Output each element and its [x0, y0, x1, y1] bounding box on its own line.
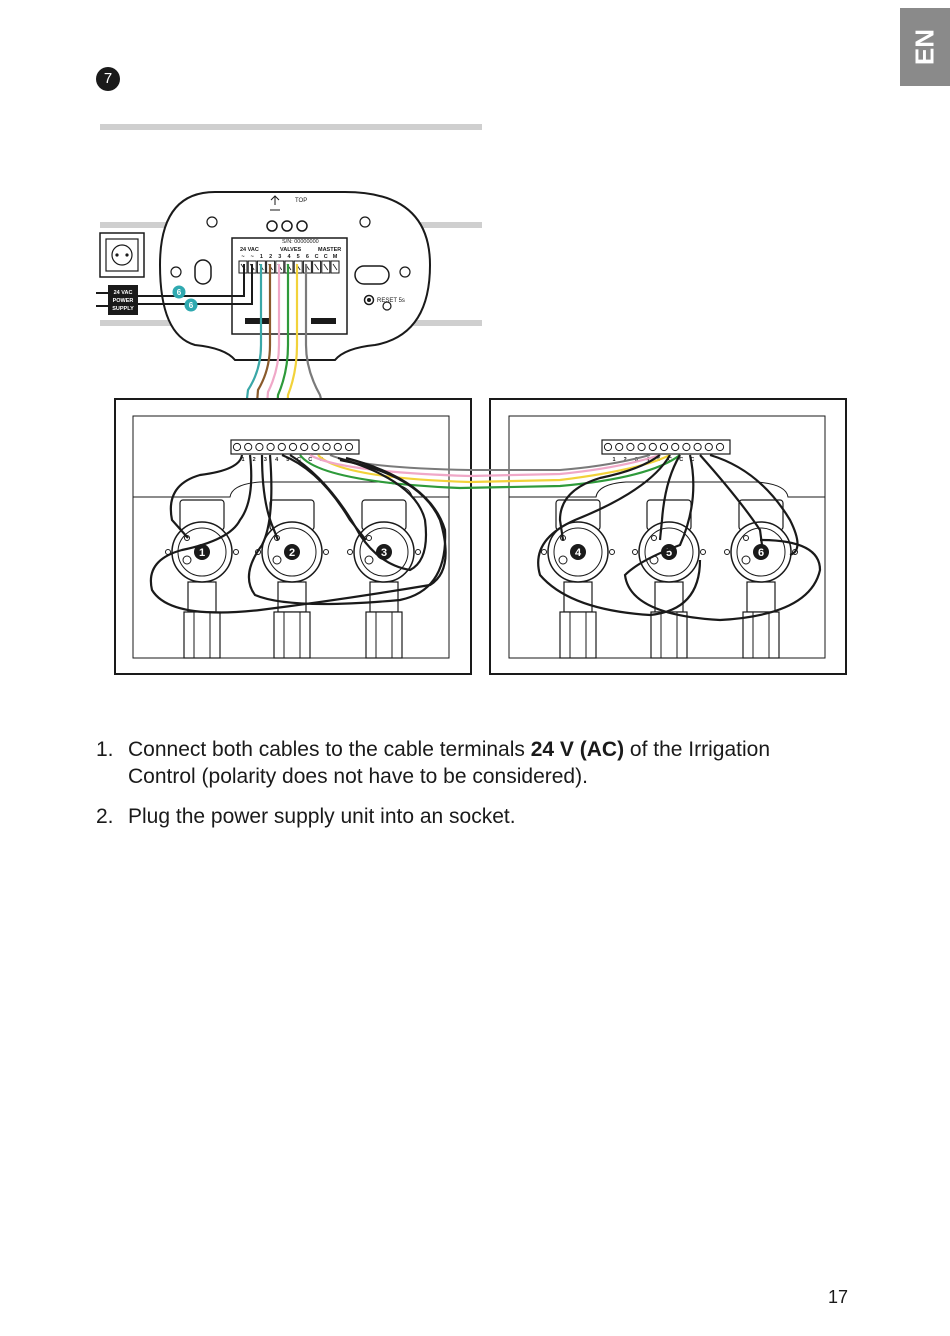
- wall-rail: [100, 124, 482, 130]
- valve-number-label: 1: [199, 547, 205, 559]
- wall-socket-icon: [99, 232, 145, 278]
- terminal-screw: [322, 442, 331, 452]
- box-terminal-label: C: [308, 457, 312, 463]
- terminal-screw: [603, 442, 613, 452]
- controller-terminal-label: ~: [251, 254, 254, 260]
- instruction-bold-text: 24 V (AC): [530, 738, 625, 761]
- terminal-screw: [693, 442, 702, 452]
- valve-number-label: 5: [666, 547, 672, 559]
- valve-cable-bundle: [240, 264, 334, 443]
- instruction-list: 1. Connect both cables to the cable term…: [96, 736, 816, 843]
- box-terminal-label: C: [690, 457, 694, 463]
- top-arrow-icon: [270, 195, 280, 211]
- reset-label: RESET 5s: [377, 298, 405, 304]
- box-terminal-label: 3: [635, 457, 638, 463]
- valve-leads: [149, 453, 822, 622]
- controller-terminal-label: C: [315, 254, 319, 260]
- instruction-text: of the Irrigation Control (polarity does…: [128, 738, 771, 788]
- instruction-number: 1.: [96, 738, 114, 761]
- callout-label: 6: [189, 301, 194, 310]
- terminal-screw: [333, 442, 342, 452]
- valve-number-label: 4: [575, 547, 582, 559]
- valve-number-label: 2: [289, 547, 295, 559]
- instruction-text: Plug the power supply unit into an socke…: [128, 805, 516, 828]
- controller-terminal-label: 2: [269, 254, 272, 260]
- power-supply-label-line: SUPPLY: [112, 306, 134, 312]
- valve-number-badge: [284, 544, 300, 560]
- controller-terminal-label: 3: [278, 254, 281, 260]
- valve-number-badge: [753, 544, 769, 560]
- power-supply-label-line: 24 VAC: [114, 290, 133, 296]
- top-label: TOP: [295, 198, 307, 204]
- controller-terminal-label: 1: [260, 254, 263, 260]
- terminal-screw: [637, 442, 646, 452]
- controller-terminal-label: C: [324, 254, 328, 260]
- serial-number: S/N: 00000000: [282, 239, 319, 245]
- box-terminal-label: 4: [275, 457, 279, 463]
- label-master: MASTER: [318, 247, 341, 253]
- terminal-screw: [715, 442, 725, 452]
- language-tab: EN: [900, 8, 950, 86]
- instruction-text: Connect both cables to the cable termina…: [128, 738, 531, 761]
- callout-label: 6: [177, 288, 182, 297]
- box-terminal-label: 2: [253, 457, 256, 463]
- terminal-screw: [311, 442, 320, 452]
- box-terminal-label: 5: [286, 457, 289, 463]
- irrigation-controller: TOP S/N: 00000000 24 VAC VALVES MASTER ~…: [158, 191, 432, 361]
- terminal-screw: [300, 442, 309, 452]
- step-number-badge: 7: [96, 67, 120, 91]
- power-supply-plug: 24 VAC POWER SUPPLY: [96, 285, 138, 315]
- box-terminal-label: 4: [646, 457, 650, 463]
- power-supply-label-line: POWER: [113, 298, 134, 304]
- terminal-screw: [704, 442, 713, 452]
- label-24vac: 24 VAC: [240, 247, 259, 253]
- power-cable: [138, 264, 253, 305]
- wiring-diagram: 24 VAC POWER SUPPLY TOP S/N: 00000000 24…: [96, 124, 847, 675]
- instruction-item: 2. Plug the power supply unit into an so…: [96, 803, 816, 830]
- terminal-screw: [615, 442, 624, 452]
- terminal-screw: [266, 442, 275, 452]
- controller-terminal-label: 4: [287, 254, 291, 260]
- valve-number-badge: [570, 544, 586, 560]
- controller-terminal-label: 6: [306, 254, 309, 260]
- box-terminal-label: 3: [264, 457, 267, 463]
- valve-6: 6: [724, 499, 798, 659]
- box-terminal-label: 1: [241, 457, 244, 463]
- terminal-screw: [648, 442, 657, 452]
- box-terminal-label: C: [679, 457, 683, 463]
- valve-number-badge: [194, 544, 210, 560]
- controller-terminal-label: ~: [241, 254, 244, 260]
- terminal-screw: [255, 442, 264, 452]
- label-valves: VALVES: [280, 247, 302, 253]
- callout-badge: [172, 285, 186, 299]
- power-cable: [138, 264, 245, 297]
- terminal-screw: [659, 442, 669, 452]
- terminal-screw: [682, 442, 691, 452]
- controller-terminal-label: M: [333, 254, 338, 260]
- valve-3: 3: [347, 499, 421, 659]
- terminal-screw: [288, 442, 298, 452]
- valve-number-label: 3: [381, 547, 387, 559]
- terminal-screw: [671, 442, 680, 452]
- terminal-screw: [232, 442, 242, 452]
- instruction-item: 1. Connect both cables to the cable term…: [96, 736, 816, 790]
- page-number: 17: [828, 1287, 849, 1307]
- terminal-screw: [277, 442, 286, 452]
- callout-badge: [184, 298, 198, 312]
- valve-number-label: 6: [758, 547, 764, 559]
- instruction-number: 2.: [96, 805, 114, 828]
- terminal-screw: [244, 442, 253, 452]
- valve-4: 4: [541, 499, 615, 659]
- box-terminal-label: 1: [612, 457, 615, 463]
- controller-terminal-label: 5: [297, 254, 300, 260]
- terminal-screw: [626, 442, 635, 452]
- terminal-screw: [344, 442, 354, 452]
- box-terminal-label: C: [668, 457, 672, 463]
